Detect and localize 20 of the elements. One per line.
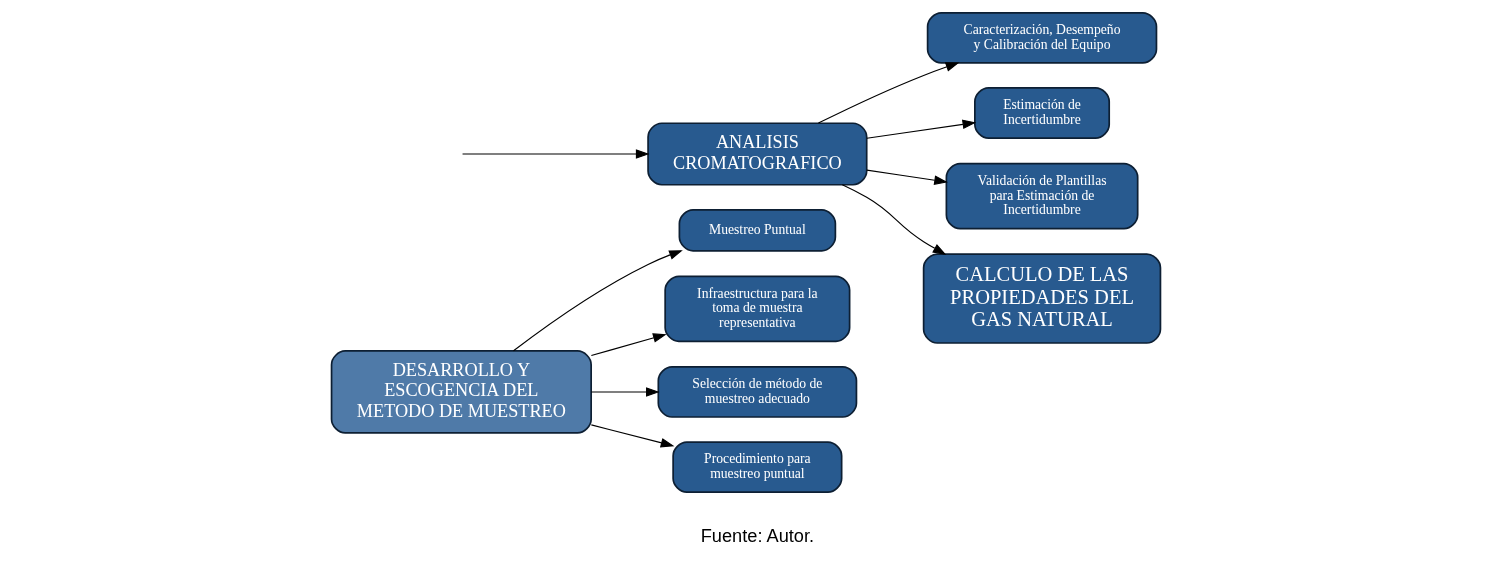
- node-box: Procedimiento para muestreo puntual: [671, 441, 842, 493]
- arrow: [865, 169, 948, 185]
- arrow: [841, 184, 946, 255]
- node-box: ANALISIS CROMATOGRAFICO: [646, 122, 868, 186]
- node-box: CALCULO DE LAS PROPIEDADES DEL GAS NATURAL: [922, 253, 1161, 344]
- node-box: Infraestructura para la toma de muestra representativa: [663, 275, 850, 343]
- arrow: [865, 119, 976, 139]
- arrow: [461, 149, 650, 159]
- node-box: Validación de Plantillas para Estimación de Incertidumbre: [945, 162, 1139, 230]
- node-box: Muestreo Puntual: [678, 208, 836, 252]
- node-box: DESARROLLO Y ESCOGENCIA DEL METODO DE MUESTREO: [330, 350, 592, 434]
- arrow: [590, 387, 660, 397]
- label: Fuente: Autor.: [700, 526, 814, 547]
- node-box: Estimación de Incertidumbre: [973, 87, 1110, 139]
- arrow: [512, 250, 683, 352]
- node-box: Selección de método de muestreo adecuado: [656, 366, 857, 418]
- arrow: [590, 333, 667, 357]
- node-box: Caracterización, Desempeño y Calibración del Equipo: [926, 11, 1157, 64]
- arrow: [590, 424, 674, 448]
- arrow: [817, 62, 959, 124]
